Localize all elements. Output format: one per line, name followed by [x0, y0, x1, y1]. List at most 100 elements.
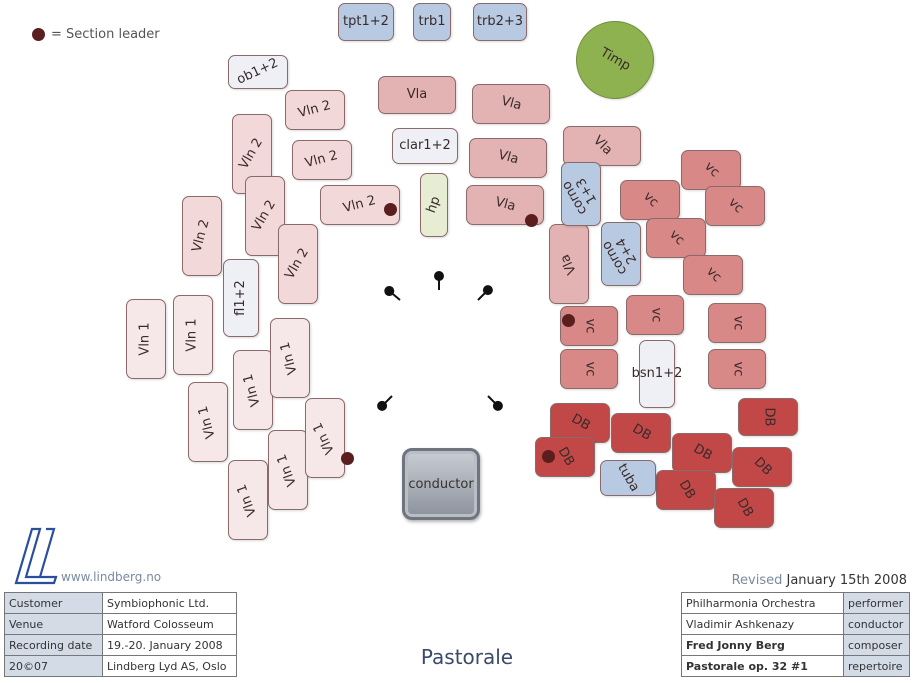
info-value: Fred Jonny Berg [681, 634, 844, 656]
info-label: Recording date [4, 634, 103, 656]
revised-label: Revised [731, 573, 783, 588]
seat-label: Timp [597, 45, 633, 75]
seat-vc-3: vc [646, 218, 706, 258]
seat-label: DB [690, 441, 715, 464]
info-value: Pastorale op. 32 #1 [681, 655, 844, 677]
seat-label: Vln 2 [236, 135, 267, 172]
seat-label: Vln 2 [189, 217, 214, 254]
seat-label: Vln 1 [185, 318, 200, 352]
info-value: Lindberg Lyd AS, Oslo [102, 655, 237, 677]
info-role: composer [843, 634, 910, 656]
seat-db-3: DB [732, 447, 792, 487]
piece-title: Pastorale [420, 645, 514, 669]
seat-db-1: DB [611, 413, 671, 453]
section-leader-dot-icon [32, 28, 45, 41]
seat-vln2-0: Vln 2 [182, 196, 222, 276]
seat-label: Vln 1 [274, 452, 301, 489]
microphone-icon [487, 395, 499, 407]
seat-label: Vln 1 [277, 340, 302, 377]
seat-vla-0: Vla [378, 76, 456, 114]
info-value: Symbiophonic Ltd. [102, 592, 237, 614]
seat-vln1-2: Vln 1 [188, 382, 228, 462]
seat-label: clar1+2 [399, 138, 451, 153]
section-leader-marker [341, 452, 354, 465]
seat-brass-tuba: tuba [600, 460, 656, 496]
seat-vc-6: vc [626, 295, 684, 335]
seat-label: Vln 2 [303, 147, 340, 172]
section-leader-marker [525, 214, 538, 227]
seat-label: vc [648, 307, 663, 323]
seat-winds-fl: fl1+2 [223, 259, 259, 337]
seat-winds-clar: clar1+2 [392, 128, 458, 164]
info-value: 19.-20. January 2008 [102, 634, 237, 656]
revised-date-value: January 15th 2008 [786, 573, 907, 588]
seat-brass-trb23: trb2+3 [473, 3, 527, 41]
seat-label: Vln 1 [240, 372, 265, 409]
info-label: Venue [4, 613, 103, 635]
seat-vln2-4: Vln 2 [285, 90, 345, 130]
info-role: conductor [843, 613, 910, 635]
seat-label: Vln 1 [310, 420, 339, 457]
seat-vc-1: vc [681, 150, 741, 190]
legend: = Section leader [32, 27, 160, 42]
seat-brass-corno13: corno 1+3 [558, 162, 601, 226]
info-value: Vladimir Ashkenazy [681, 613, 844, 635]
seat-vla-1: Vla [472, 84, 550, 124]
seat-winds-bsn: bsn1+2 [632, 340, 682, 408]
seat-vc-0: vc [620, 180, 680, 220]
seat-vc-7: vc [708, 303, 766, 343]
microphone-icon [434, 271, 444, 290]
website-link[interactable]: www.lindberg.no [61, 570, 162, 584]
seat-label: trb1 [418, 14, 446, 29]
seat-label: vc [730, 361, 745, 377]
seat-label: hp [423, 194, 444, 216]
info-value: Philharmonia Orchestra [681, 592, 844, 614]
seat-label: Vla [406, 87, 428, 102]
seat-vc-8: vc [560, 349, 618, 389]
seat-db-2: DB [672, 433, 732, 473]
seat-label: bsn1+2 [631, 366, 683, 381]
section-leader-marker [542, 450, 555, 463]
seat-vc-4: vc [683, 255, 743, 295]
seat-vln2-5: Vln 2 [292, 140, 352, 180]
seat-label: Vln 2 [296, 97, 333, 122]
microphone-icon [388, 290, 401, 301]
seat-brass-trb1: trb1 [413, 3, 451, 41]
seat-label: DB [750, 454, 775, 479]
seat-label: DB [568, 411, 593, 434]
seat-label: DB [733, 495, 756, 520]
info-label: 20©07 [4, 655, 103, 677]
seat-vla-2: Vla [469, 138, 547, 178]
seat-label: ob1+2 [234, 55, 281, 88]
seat-label: fl1+2 [233, 280, 248, 316]
seat-label: vc [702, 264, 724, 286]
seat-label: Vln 2 [282, 245, 313, 282]
seat-vc-2: vc [705, 186, 765, 226]
seat-vln1-5: Vln 1 [228, 460, 268, 540]
seat-label: Vln 1 [234, 482, 261, 519]
seat-label: vc [665, 227, 687, 249]
microphone-icon [381, 395, 393, 407]
seat-vln1-1: Vln 1 [173, 295, 213, 375]
legend-text: = Section leader [51, 27, 160, 42]
seat-label: vc [700, 159, 722, 181]
seat-db-7: DB [714, 488, 774, 528]
seat-db-6: DB [656, 470, 716, 510]
seat-label: DB [629, 421, 654, 444]
seat-label: corno 1+3 [558, 175, 600, 218]
seat-vln1-6: Vln 1 [268, 430, 308, 510]
seat-hp: hp [420, 173, 448, 237]
seat-label: DB [554, 444, 577, 469]
section-leader-marker [384, 203, 397, 216]
